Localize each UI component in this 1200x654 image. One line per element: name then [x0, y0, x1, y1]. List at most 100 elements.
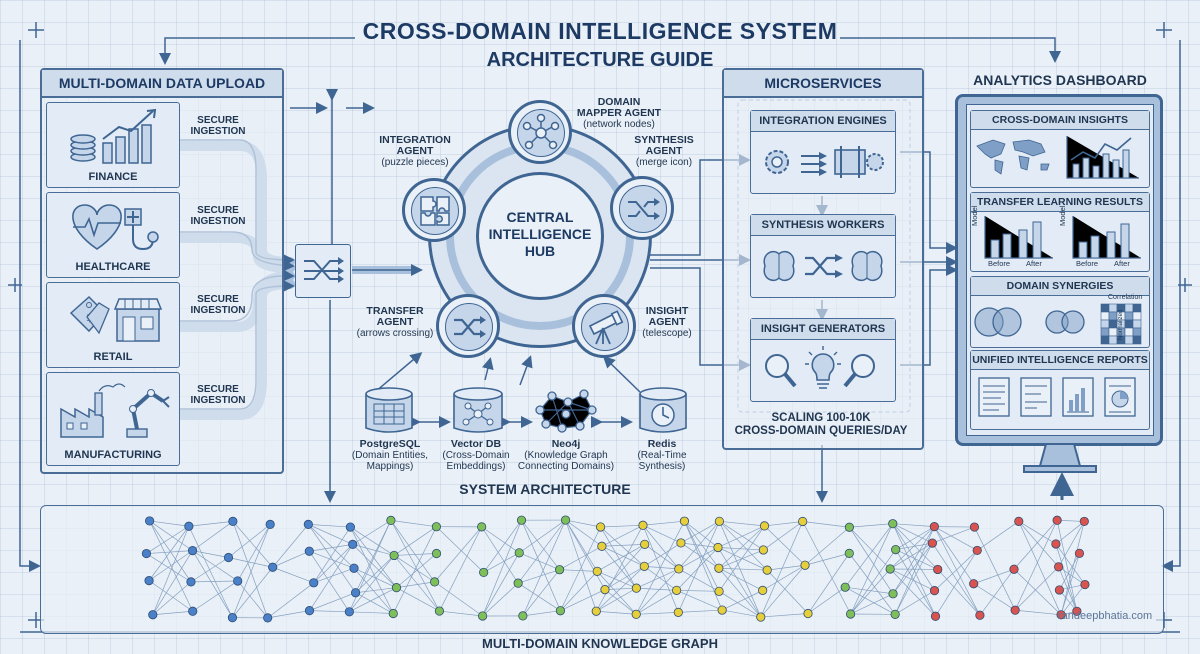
- tl-after-1: After: [1026, 259, 1042, 268]
- graph-node: [674, 564, 684, 574]
- knowledge-graph-caption: MULTI-DOMAIN KNOWLEDGE GRAPH: [482, 636, 718, 651]
- integration-note: (puzzle pieces): [381, 157, 449, 168]
- heatmap-cell: [1108, 335, 1118, 345]
- graph-node: [268, 562, 278, 572]
- graph-node: [344, 607, 354, 617]
- graph-node: [554, 565, 565, 575]
- graph-node: [479, 567, 489, 578]
- transfer-learning-section[interactable]: TRANSFER LEARNING RESULTS: [970, 192, 1150, 272]
- graph-node: [798, 516, 808, 527]
- cross-domain-insights-section[interactable]: CROSS-DOMAIN INSIGHTS: [970, 110, 1150, 188]
- vector-db-name: Vector DB: [450, 438, 502, 450]
- tl-before-1: Before: [988, 259, 1011, 268]
- graph-node: [714, 563, 724, 573]
- synthesis-workers-box[interactable]: SYNTHESIS WORKERS: [750, 214, 896, 298]
- neo4j-desc-2: Connecting Domains): [517, 461, 615, 472]
- domain-synergies-label: DOMAIN SYNERGIES: [971, 277, 1149, 296]
- tl-axis-label-1: Model: [970, 205, 979, 226]
- transfer-note: (arrows crossing): [356, 328, 434, 339]
- merge-arrows-icon: [304, 257, 344, 283]
- graph-node: [141, 548, 152, 559]
- graph-node: [145, 516, 155, 526]
- domain-finance[interactable]: FINANCE: [46, 102, 180, 188]
- graph-node: [717, 605, 727, 615]
- graph-node: [227, 613, 238, 623]
- synthesis-note: (merge icon): [635, 157, 693, 168]
- graph-node: [933, 564, 943, 575]
- heatmap-cell: [1132, 303, 1142, 313]
- graph-node: [265, 519, 275, 530]
- scaling-note: SCALING 100-10K CROSS-DOMAIN QUERIES/DAY: [726, 412, 916, 438]
- graph-node: [600, 585, 610, 595]
- graph-node: [348, 539, 358, 549]
- postgresql-label: PostgreSQL (Domain Entities, Mappings): [346, 438, 434, 473]
- domain-retail[interactable]: $ RETAIL: [46, 282, 180, 368]
- heatmap-cell: [1124, 303, 1134, 313]
- synthesis-name-1: SYNTHESIS: [634, 134, 694, 146]
- ingest-label-healthcare: SECURE INGESTION: [190, 205, 246, 227]
- graph-node: [431, 522, 441, 532]
- graph-node: [478, 611, 488, 621]
- graph-node: [1053, 562, 1064, 572]
- domain-healthcare[interactable]: HEALTHCARE: [46, 192, 180, 278]
- domain-mapper-agent-node[interactable]: [508, 100, 572, 164]
- heatmap-cell: [1124, 327, 1134, 337]
- heatmap-cell: [1132, 335, 1142, 345]
- graph-node: [927, 538, 938, 548]
- watermark: randeepbhatia.com: [1058, 610, 1153, 622]
- synthesis-agent-label: SYNTHESIS AGENT (merge icon): [628, 134, 700, 169]
- graph-node: [639, 561, 649, 571]
- graph-node: [389, 550, 399, 561]
- graph-node: [1056, 610, 1066, 620]
- graph-node: [186, 577, 196, 587]
- integration-engines-label: INTEGRATION ENGINES: [751, 111, 895, 132]
- graph-node: [144, 576, 154, 586]
- graph-node: [844, 548, 854, 558]
- insight-agent-node[interactable]: [572, 294, 636, 358]
- integration-agent-node[interactable]: [402, 178, 466, 242]
- synergy-normalized-label: Normalized: [1118, 309, 1124, 340]
- puzzle-pieces-icon: [420, 196, 450, 226]
- graph-node: [1009, 564, 1019, 574]
- retail-label: RETAIL: [93, 351, 133, 363]
- insight-generators-box[interactable]: INSIGHT GENERATORS: [750, 318, 896, 402]
- manufacturing-label: MANUFACTURING: [64, 449, 162, 461]
- domain-manufacturing[interactable]: MANUFACTURING: [46, 372, 180, 466]
- ingest-label-finance: SECURE INGESTION: [190, 115, 246, 137]
- tl-before-2: Before: [1076, 259, 1099, 268]
- graph-node: [803, 608, 813, 619]
- data-merge-box[interactable]: [295, 244, 351, 298]
- unified-reports-section[interactable]: UNIFIED INTELLIGENCE REPORTS: [970, 350, 1150, 430]
- central-intelligence-hub[interactable]: CENTRAL INTELLIGENCE HUB: [476, 172, 604, 300]
- graph-node: [929, 522, 939, 532]
- heatmap-cell: [1100, 311, 1110, 321]
- graph-node: [1054, 585, 1064, 595]
- domain-synergies-section[interactable]: DOMAIN SYNERGIES: [970, 276, 1150, 348]
- graph-node: [1072, 606, 1082, 616]
- heatmap-cell: [1108, 319, 1118, 329]
- scaling-line-1: SCALING 100-10K: [771, 412, 871, 424]
- heatmap-cell: [1132, 327, 1142, 337]
- graph-node: [187, 546, 198, 556]
- report-documents-icon: [978, 377, 1136, 417]
- graph-node: [595, 522, 606, 532]
- domain-mapper-note: (network nodes): [583, 119, 655, 130]
- graph-node: [888, 589, 898, 599]
- integration-name-1: INTEGRATION: [379, 134, 451, 146]
- tl-axis-label-2: Model: [1058, 205, 1067, 226]
- insight-note: (telescope): [642, 328, 692, 339]
- graph-node: [844, 522, 854, 532]
- graph-node: [972, 545, 982, 556]
- transfer-agent-node[interactable]: [436, 294, 500, 358]
- magnifier-bulb-icon: [765, 346, 875, 389]
- graph-node: [638, 520, 648, 530]
- postgresql-name: PostgreSQL: [359, 438, 421, 450]
- integration-engines-box[interactable]: INTEGRATION ENGINES: [750, 110, 896, 194]
- synthesis-agent-node[interactable]: [610, 176, 674, 240]
- graph-node: [477, 522, 487, 532]
- heatmap-cell: [1108, 311, 1118, 321]
- graph-node: [592, 566, 602, 576]
- graph-node: [758, 585, 768, 595]
- graph-node: [434, 606, 445, 616]
- graph-node: [713, 542, 723, 553]
